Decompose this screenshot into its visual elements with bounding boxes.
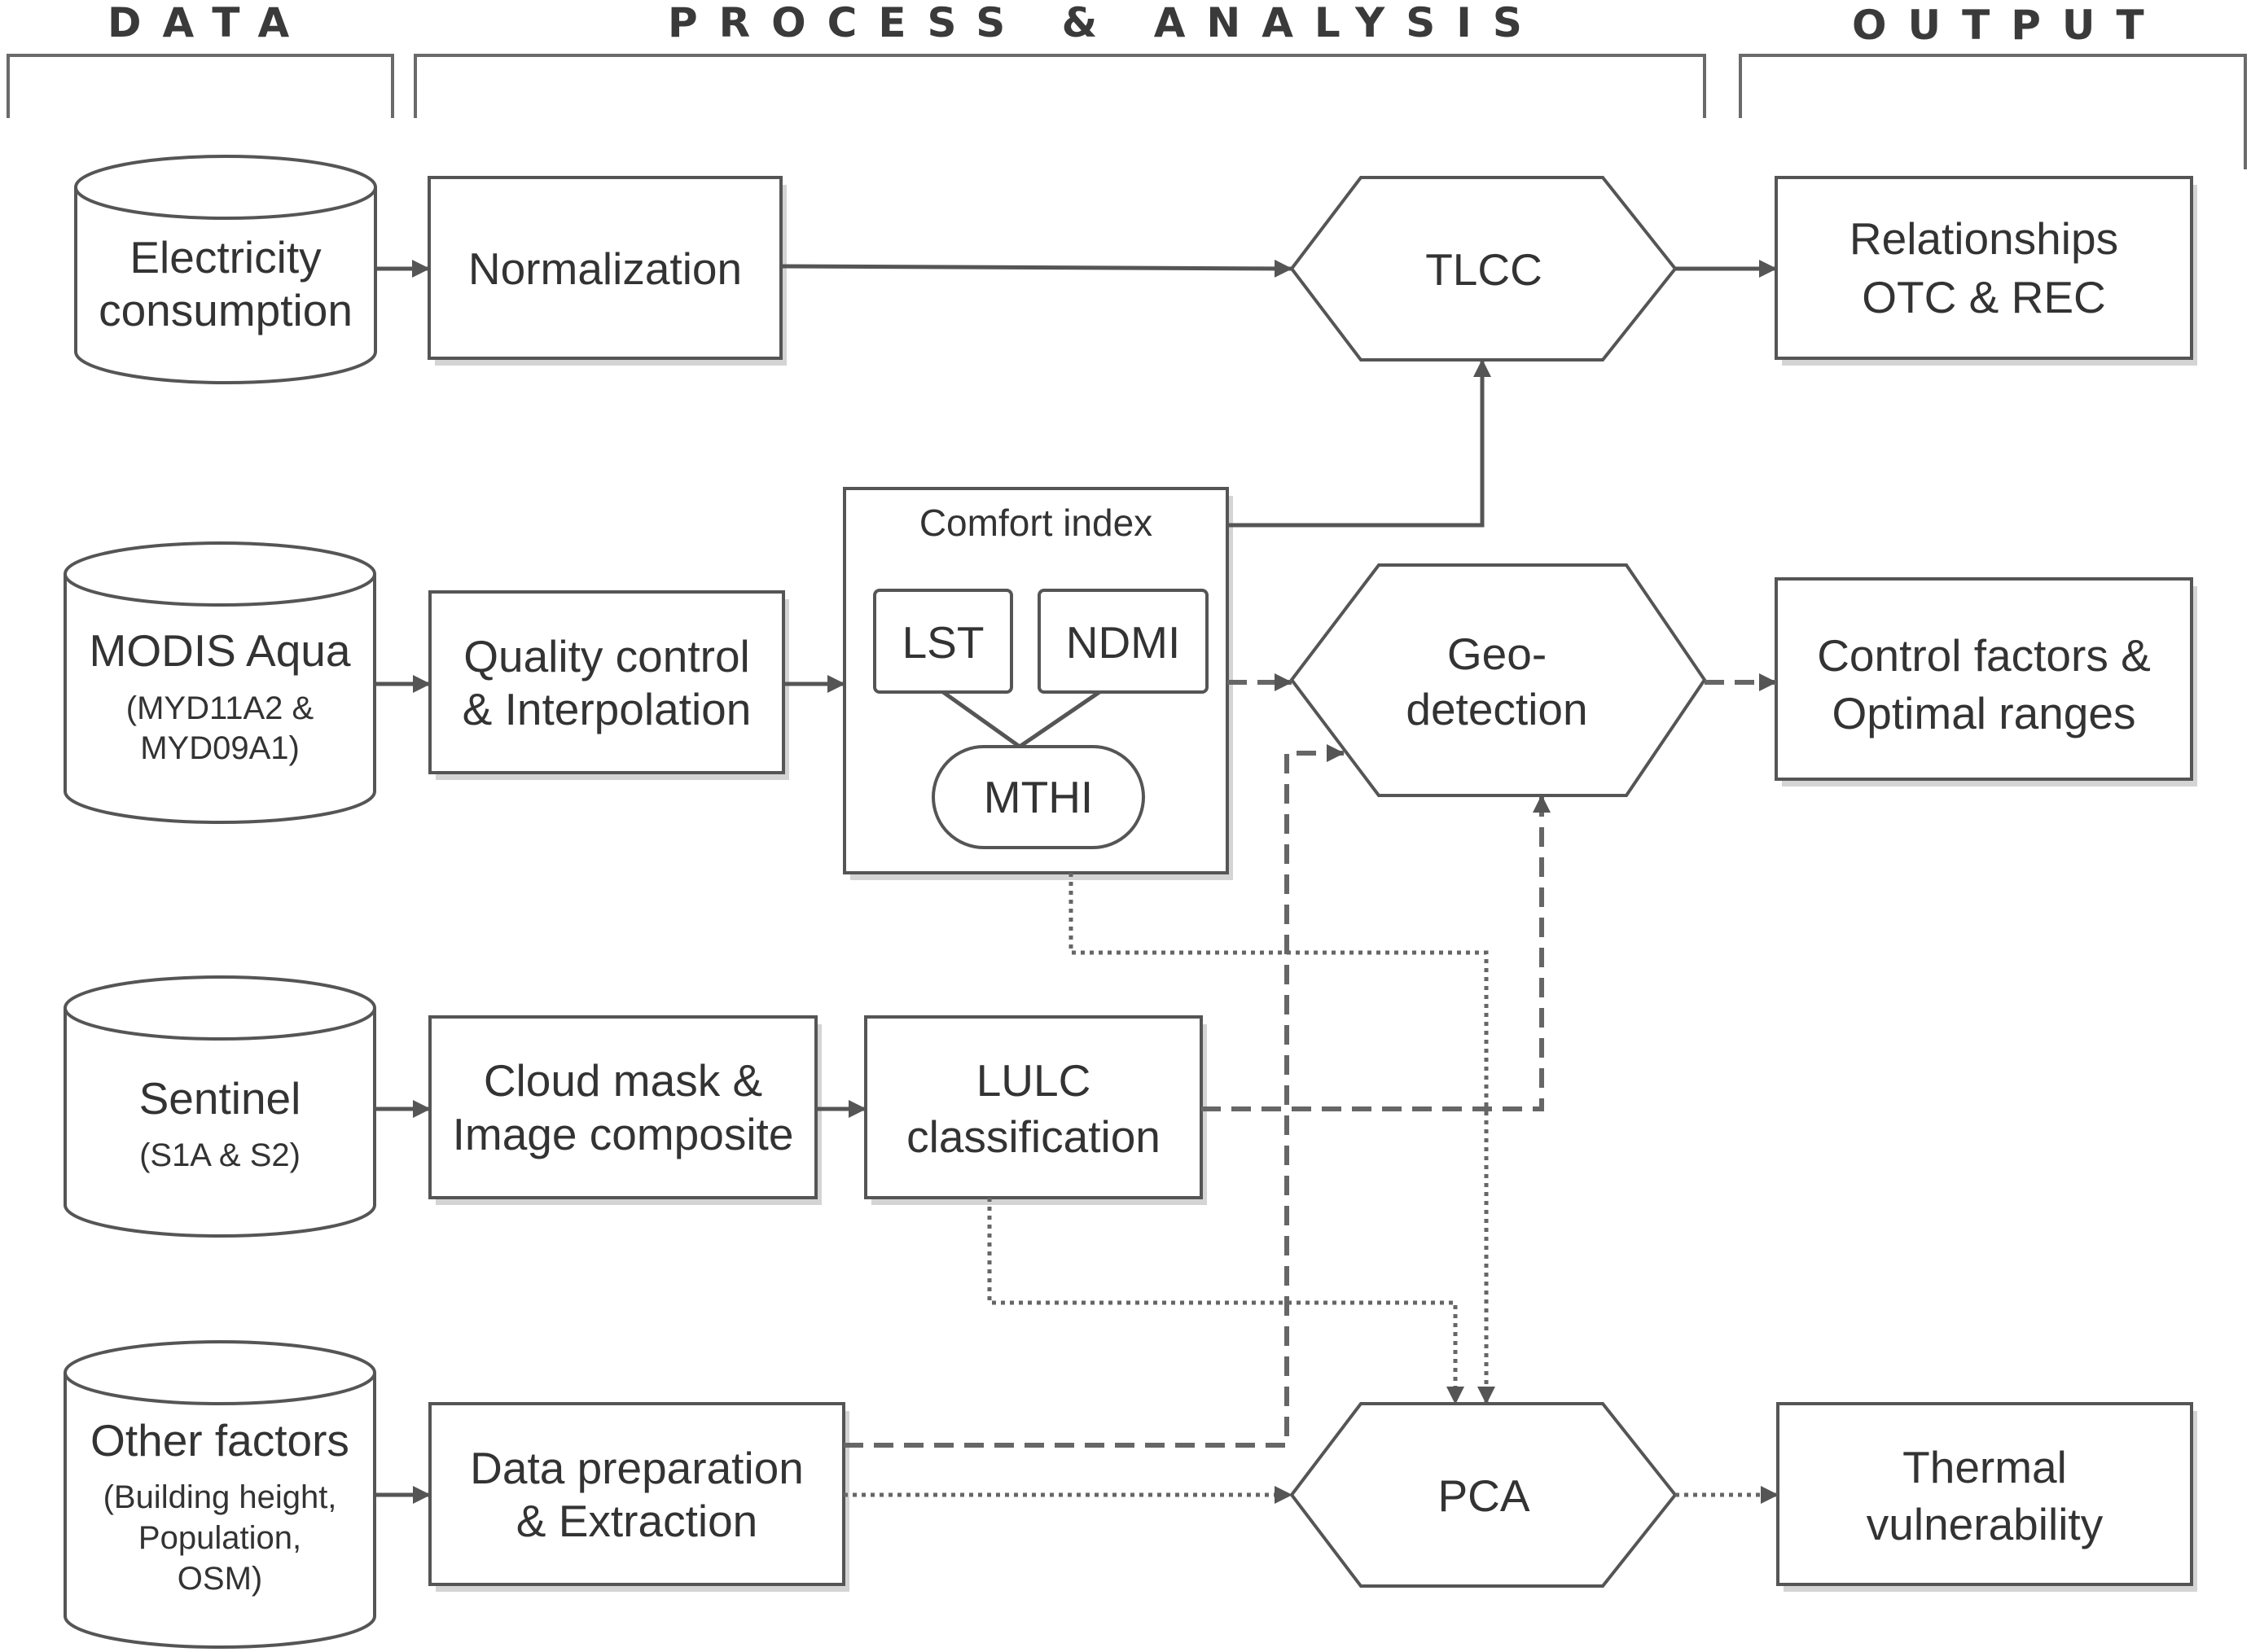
electricity-label-1: Electricity [129,232,322,283]
quality-label-1: Quality control [463,631,750,681]
header-process-analysis: PROCESS & ANALYSIS [668,0,1543,46]
box-relationships: Relationships OTC & REC [1775,176,2197,366]
header-data: DATA [108,0,310,46]
cloud-label-1: Cloud mask & [484,1055,762,1106]
connectors-solid [375,259,1777,1504]
mthi-pill [932,745,1145,849]
thermal-label-2: vulnerability [1867,1499,2104,1549]
dataprep-label-2: & Extraction [516,1496,758,1546]
cylinder-electricity: Electricity consumption [74,155,377,384]
box-quality-control: Quality control & Interpolation [428,590,789,780]
cylinder-other-factors: Other factors (Building height, Populati… [64,1340,376,1649]
electricity-label-2: consumption [99,285,353,335]
other-sub-3: OSM) [178,1561,262,1597]
geo-label-1: Geo- [1447,629,1547,679]
modis-sub-2: MYD09A1) [140,730,300,766]
normalization-label: Normalization [468,243,742,294]
arrow-normalization-to-tlcc [780,259,1292,278]
cylinder-sentinel: Sentinel (S1A & S2) [64,975,376,1238]
arrow-dataprep-to-geodetection [844,744,1345,1448]
header-output: OUTPUT [1852,2,2165,49]
ndmi-label: NDMI [1066,617,1181,668]
box-thermal-vulnerability: Thermal vulnerability [1776,1402,2197,1592]
control-label-1: Control factors & [1817,630,2151,681]
mthi-label: MTHI [984,772,1093,822]
comfort-title: Comfort index [919,502,1152,544]
relationships-label-2: OTC & REC [1862,272,2105,322]
ndmi-box [1038,589,1209,694]
lulc-label-2: classification [906,1111,1161,1162]
arrow-lulc-to-geodetection [1201,795,1551,1111]
tlcc-label: TLCC [1425,244,1542,295]
output-bracket [1739,54,2247,169]
other-sub-1: (Building height, [103,1479,337,1515]
cylinder-modis: MODIS Aqua (MYD11A2 & MYD09A1) [64,541,376,824]
geo-label-2: detection [1406,684,1587,734]
box-normalization: Normalization [428,176,787,366]
pca-label: PCA [1437,1470,1529,1521]
relationships-label-1: Relationships [1850,213,2118,264]
hexagon-geo-detection: Geo- detection [1289,563,1707,797]
lst-label: LST [902,617,985,668]
sentinel-title: Sentinel [139,1073,301,1124]
arrow-mthi-to-pca [1068,873,1495,1404]
box-data-preparation: Data preparation & Extraction [428,1402,849,1592]
arrow-lulc-to-pca [987,1198,1464,1404]
box-control-factors: Control factors & Optimal ranges [1775,577,2197,787]
control-label-2: Optimal ranges [1832,688,2136,738]
modis-title: MODIS Aqua [90,625,351,676]
hexagon-pca: PCA [1289,1402,1678,1588]
quality-label-2: & Interpolation [463,684,752,734]
connectors-dotted [844,873,1779,1504]
thermal-label-1: Thermal [1902,1442,2067,1492]
hexagon-tlcc: TLCC [1289,176,1678,362]
cloud-label-2: Image composite [453,1109,794,1159]
lulc-label-1: LULC [976,1055,1091,1106]
box-cloud-mask: Cloud mask & Image composite [428,1015,822,1205]
data-bracket [7,54,394,118]
arrow-comfort-to-tlcc [1227,359,1491,528]
dataprep-label-1: Data preparation [470,1443,804,1493]
other-sub-2: Population, [138,1520,301,1556]
box-lulc: LULC classification [864,1015,1207,1205]
sentinel-sub-1: (S1A & S2) [139,1137,301,1173]
process-bracket [414,54,1706,118]
header-brackets [7,54,2247,169]
column-headers: DATA PROCESS & ANALYSIS OUTPUT [108,0,2165,49]
connectors-dashed [844,673,1777,1448]
box-comfort-index: Comfort index LST NDMI MTHI [843,487,1233,880]
modis-sub-1: (MYD11A2 & [126,690,314,726]
other-title: Other factors [90,1415,349,1466]
